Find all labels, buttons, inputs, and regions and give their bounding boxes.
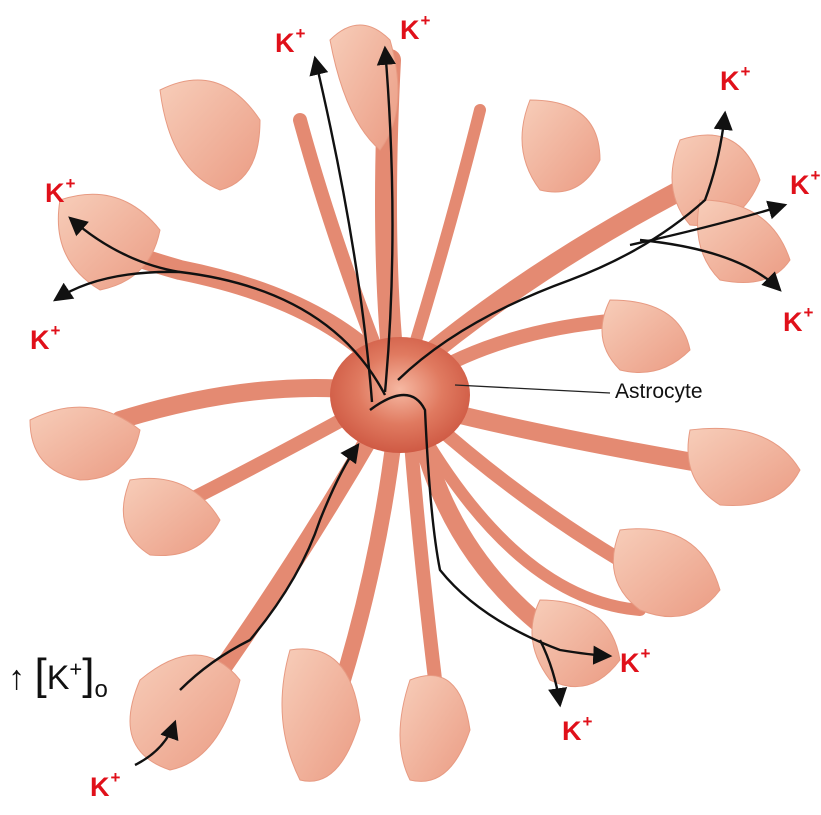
k-ion-label: K+ — [620, 648, 650, 677]
increase-arrow-icon: ↑ — [8, 659, 25, 697]
k-ion-label: K+ — [720, 66, 750, 95]
k-ion-label: K+ — [45, 178, 75, 207]
astrocyte-label: Astrocyte — [615, 380, 703, 404]
astrocyte-leader-line — [455, 385, 610, 393]
k-ion-label: K+ — [783, 307, 813, 336]
k-ion-label: K+ — [400, 15, 430, 44]
k-ion-label: K+ — [275, 28, 305, 57]
extracellular-k-concentration-label: ↑ [K+]o — [8, 650, 108, 704]
k-ion-label: K+ — [90, 772, 120, 801]
k-ion-label: K+ — [562, 716, 592, 745]
k-ion-label: K+ — [790, 170, 820, 199]
k-ion-label: K+ — [30, 325, 60, 354]
